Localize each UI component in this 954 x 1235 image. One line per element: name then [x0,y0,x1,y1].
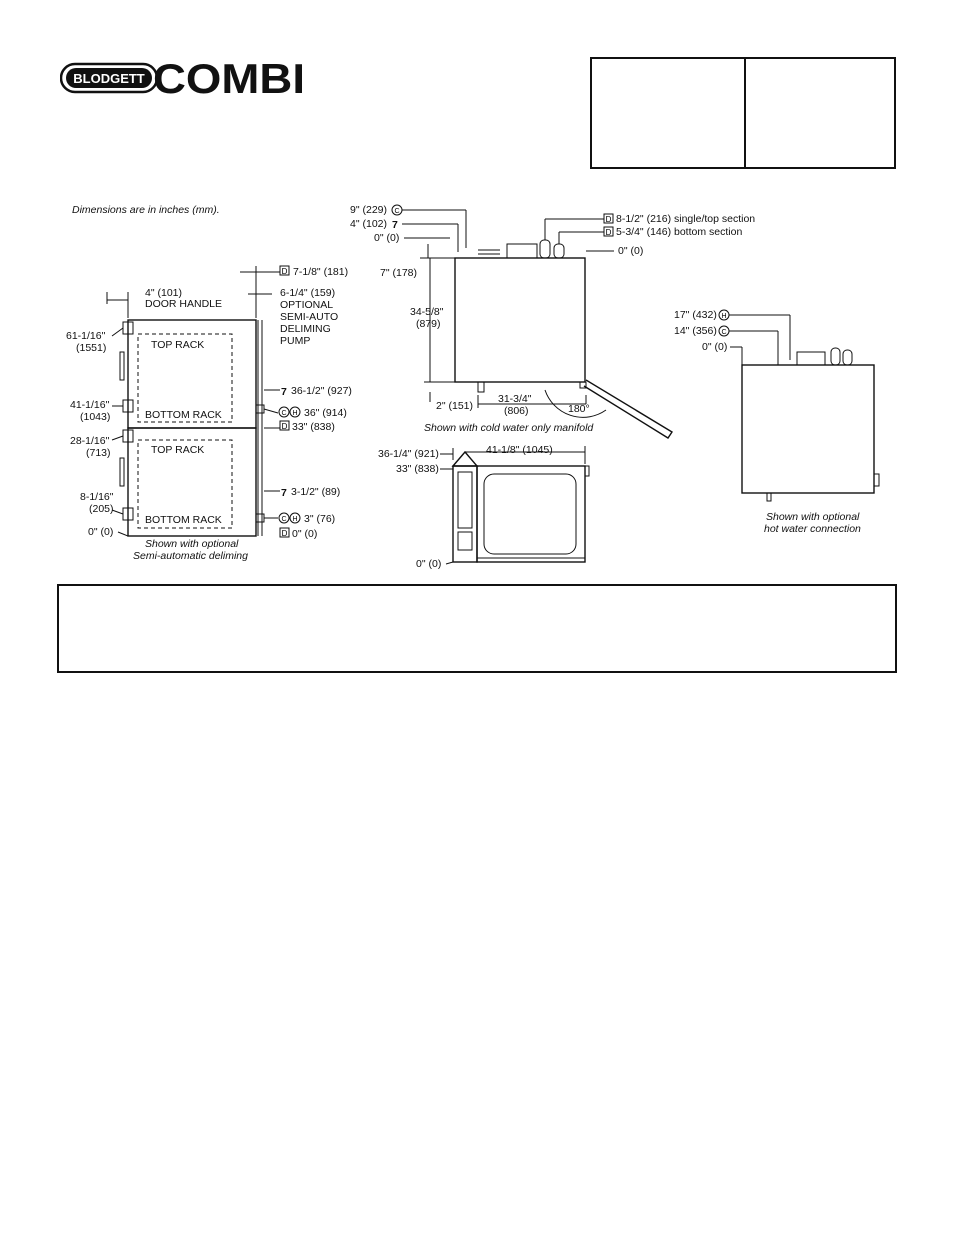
side-caption: Shown with cold water only manifold [424,422,594,434]
front-elevation: 4" (101) DOOR HANDLE 7-1/8" (181) 6-1/4"… [66,265,352,562]
blodgett-combi-logo: BLODGETT COMBI [60,58,305,98]
front-caption-2: Semi-automatic deliming [133,550,248,562]
right-dim-3: 33" (838) [292,421,335,433]
plan-width: 41-1/8" (1045) [486,444,553,456]
depth-dim-mm: (806) [504,405,529,417]
height-28: 28-1/16" [70,435,110,447]
svg-text:D: D [282,267,288,276]
right-dim-4: 3-1/2" (89) [291,486,340,498]
height-61: 61-1/16" [66,330,106,342]
notes-box [57,584,897,673]
top-dim-4: 7" (178) [380,267,417,279]
right-dim-2: 36" (914) [304,407,347,419]
side-dim-2: 5-3/4" (146) bottom section [616,226,742,238]
side-dim-3: 0" (0) [618,245,643,257]
depth-dim: 31-3/4" [498,393,532,405]
svg-text:D: D [606,215,612,224]
height-8: 8-1/16" [80,491,114,503]
height-41-mm: (1043) [80,411,110,423]
drain-icon [279,420,290,431]
plan-zero: 0" (0) [416,558,441,570]
right-dim-1: 36-1/2" (927) [291,385,352,397]
svg-text:H: H [292,410,297,417]
logo-product-text: COMBI [153,58,305,98]
logo-brand-text: BLODGETT [73,71,145,86]
svg-text:C: C [281,410,286,417]
steam-icon: 7 [281,386,287,398]
right-dim-hot: 17" (432) [674,309,717,321]
drain-top-dim: 7-1/8" (181) [293,266,348,278]
side-height-mm: (879) [416,318,441,330]
svg-text:C: C [281,516,286,523]
cold-water-icon [278,512,290,524]
right-caption-1: Shown with optional [766,511,860,523]
right-elevation: 17" (432) H 14" (356) C 0" (0) Shown wit… [674,309,880,535]
right-dim-5: 3" (76) [304,513,335,525]
height-0: 0" (0) [88,526,113,538]
drain-icon [279,527,290,538]
steam-icon: 7 [281,487,287,499]
top-rack-label-1: TOP RACK [151,339,204,351]
plan-view: 36-1/4" (921) 33" (838) 41-1/8" (1045) 0… [378,444,590,570]
plan-dim-2: 33" (838) [396,463,439,475]
bottom-rack-label-2: BOTTOM RACK [145,514,222,526]
svg-text:C: C [721,329,726,336]
top-rack-label-2: TOP RACK [151,444,204,456]
top-dim-3: 0" (0) [374,232,399,244]
deliming-label-1: OPTIONAL [280,299,333,311]
hot-water-icon [289,406,301,418]
deliming-label-4: PUMP [280,335,310,347]
side-dim-1: 8-1/2" (216) single/top section [616,213,755,225]
plan-dim-1: 36-1/4" (921) [378,448,439,460]
svg-text:H: H [292,516,297,523]
side-elevation: 180° 9" (229) C 4" (102) 7 0" (0) 7" (17… [350,204,755,439]
deliming-label-2: SEMI-AUTO [280,311,338,323]
hot-water-icon [289,512,301,524]
cold-water-icon [278,406,290,418]
svg-text:D: D [282,422,288,431]
deliming-dim: 6-1/4" (159) [280,287,335,299]
front-caption-1: Shown with optional [145,538,239,550]
svg-text:H: H [721,313,726,320]
height-41: 41-1/16" [70,399,110,411]
svg-text:D: D [606,228,612,237]
top-dim-1: 9" (229) [350,204,387,216]
svg-text:7: 7 [392,219,398,231]
height-61-mm: (1551) [76,342,106,354]
drain-icon: D [279,265,290,276]
right-dim-cold: 14" (356) [674,325,717,337]
dimensions-note: Dimensions are in inches (mm). [72,204,220,216]
door-handle-label: DOOR HANDLE [145,298,222,310]
right-caption-2: hot water connection [764,523,861,535]
side-height: 34-5/8" [410,306,444,318]
top-dim-2: 4" (102) [350,218,387,230]
leg-dim: 2" (151) [436,400,473,412]
svg-text:D: D [282,529,288,538]
bottom-rack-label-1: BOTTOM RACK [145,409,222,421]
door-angle: 180° [568,403,590,415]
svg-text:C: C [394,208,399,215]
deliming-label-3: DELIMING [280,323,331,335]
door-handle-dim: 4" (101) [145,287,182,299]
right-dim-zero: 0" (0) [702,341,727,353]
height-28-mm: (713) [86,447,111,459]
height-8-mm: (205) [89,503,114,515]
right-dim-6: 0" (0) [292,528,317,540]
header-info-box [590,57,896,169]
